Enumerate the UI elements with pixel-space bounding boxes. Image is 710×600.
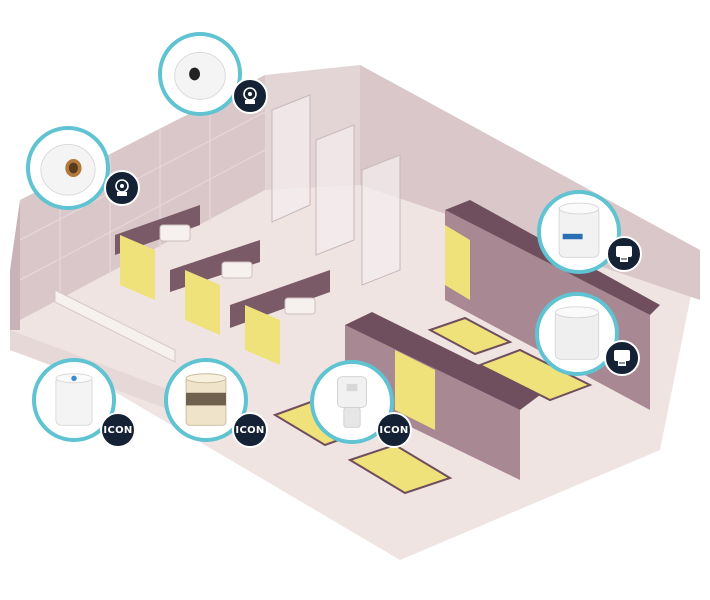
kleenex-towel-roll-hotspot[interactable] bbox=[537, 190, 621, 274]
jumbo-roll-left-badge[interactable] bbox=[104, 170, 140, 206]
shower-glass-3 bbox=[361, 154, 401, 286]
stall-door-2 bbox=[185, 270, 220, 335]
jumbo-roll-top-badge[interactable] bbox=[232, 78, 268, 114]
toilet-3 bbox=[284, 297, 316, 315]
left-back-wall bbox=[20, 75, 265, 320]
towel-dispenser-icon bbox=[614, 350, 630, 366]
shower-glass-2 bbox=[315, 124, 355, 256]
cottonelle-roll-badge[interactable]: ICON bbox=[232, 412, 268, 448]
kleenex-towel-roll-badge[interactable] bbox=[606, 236, 642, 272]
toilet-roll-dispenser-icon bbox=[243, 87, 257, 104]
jumbo-toilet-roll-image bbox=[174, 51, 226, 100]
toilet-1 bbox=[159, 224, 191, 242]
shower-glass-1 bbox=[271, 94, 311, 223]
jumbo-toilet-roll-brown-core-image bbox=[40, 144, 96, 196]
hand-towel-roll-image bbox=[554, 306, 600, 360]
sink-counter bbox=[54, 289, 176, 363]
locker-yellow-back bbox=[445, 225, 470, 300]
soap-dispenser-image bbox=[337, 376, 367, 428]
locker-row-middle-top bbox=[345, 312, 540, 410]
cottonelle-roll-pack-image bbox=[185, 373, 227, 426]
soap-dispenser-badge[interactable]: ICON bbox=[376, 412, 412, 448]
stall-door-3 bbox=[245, 305, 280, 365]
jumbo-roll-left-hotspot[interactable] bbox=[26, 126, 110, 210]
kleenex-core-roll-image bbox=[55, 373, 93, 426]
kleenex-towel-roll-image bbox=[558, 202, 600, 258]
badge-label: ICON bbox=[103, 424, 133, 436]
badge-label: ICON bbox=[379, 424, 409, 436]
locker-yellow-middle bbox=[395, 350, 435, 430]
toilet-2 bbox=[221, 261, 253, 279]
bench-3 bbox=[477, 348, 593, 402]
bench-2 bbox=[347, 443, 453, 495]
left-outer-wall bbox=[10, 200, 20, 330]
kleenex-core-roll-badge[interactable]: ICON bbox=[100, 412, 136, 448]
hand-towel-roll-badge[interactable] bbox=[604, 340, 640, 376]
badge-label: ICON bbox=[235, 424, 265, 436]
towel-dispenser-icon bbox=[616, 246, 632, 262]
stall-door-1 bbox=[120, 235, 155, 300]
bench-4 bbox=[427, 316, 513, 356]
toilet-roll-dispenser-icon bbox=[115, 179, 129, 196]
jumbo-roll-top-hotspot[interactable] bbox=[158, 32, 242, 116]
kleenex-core-roll-hotspot[interactable] bbox=[32, 358, 116, 442]
